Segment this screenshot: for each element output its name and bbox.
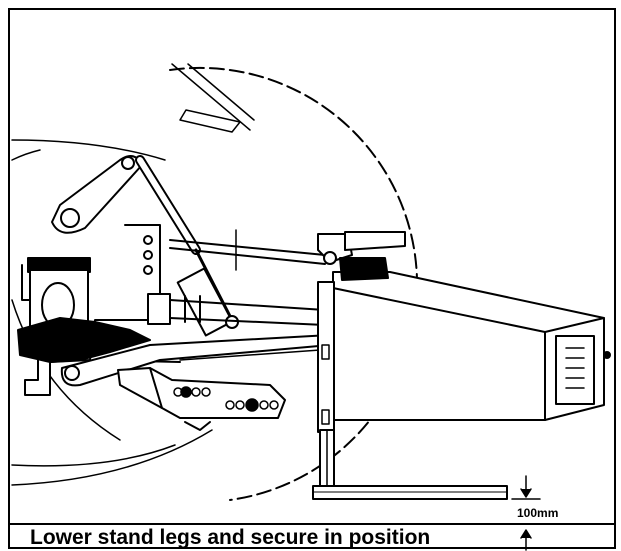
pto-shaft	[147, 293, 326, 326]
dimension-marker	[511, 475, 541, 551]
dimension-label: 100mm	[517, 506, 559, 520]
link-rods	[169, 229, 326, 361]
fender-strips	[171, 63, 255, 133]
gearbox	[317, 231, 406, 281]
stand-foot	[312, 485, 508, 500]
top-link	[51, 155, 143, 234]
implement-housing	[332, 271, 611, 421]
drawbar-bracket	[117, 367, 286, 431]
diagram-caption: Lower stand legs and secure in position	[30, 526, 431, 549]
tractor-wheel	[11, 66, 419, 501]
lower-link-arm	[17, 317, 331, 387]
stand-leg	[317, 281, 335, 487]
